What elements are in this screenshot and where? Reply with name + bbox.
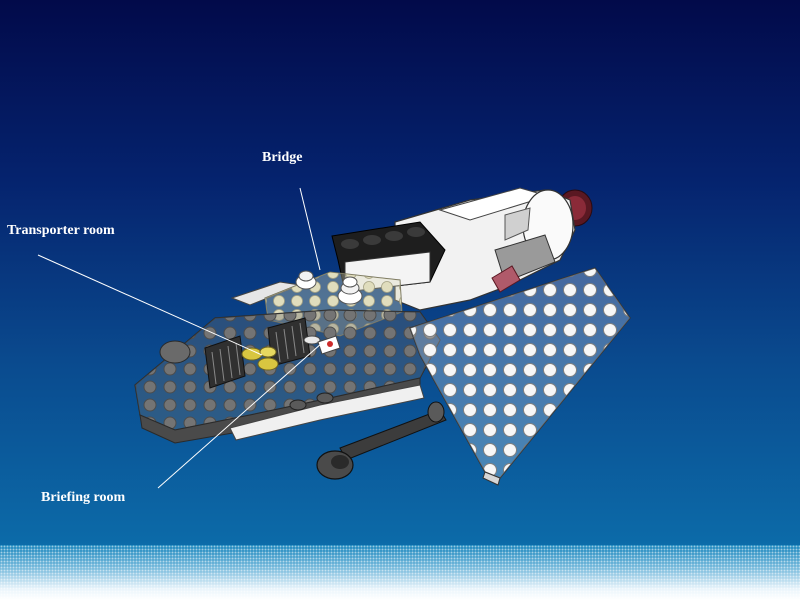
transporter-pads (241, 346, 279, 371)
upper-hull (394, 187, 576, 311)
bridge-leader-line (299, 187, 321, 271)
briefing-leader-line (157, 342, 323, 489)
briefing-table (303, 335, 341, 355)
vent-grille (267, 317, 311, 367)
bridge-label: Bridge (262, 150, 303, 165)
transporter-room-label: Transporter room (7, 223, 115, 238)
briefing-room-label: Briefing room (41, 490, 126, 505)
lower-cannon (316, 401, 447, 480)
lower-hull (134, 309, 441, 444)
white-wing (409, 267, 631, 486)
ground-dither (0, 545, 800, 600)
transporter-leader-line (37, 254, 263, 356)
